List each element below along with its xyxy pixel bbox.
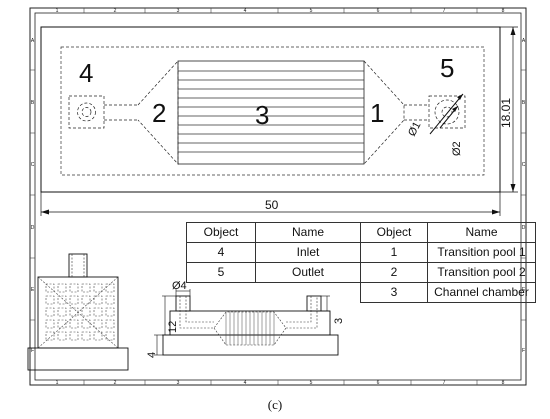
col-number: 6 (377, 8, 380, 14)
row-letter: C (522, 162, 526, 168)
col-number: 3 (177, 380, 180, 386)
label-channel-chamber: 3 (255, 100, 269, 130)
table-row: 4 Inlet 1 Transition pool 1 (186, 242, 536, 263)
cell-name: Channel chamber (427, 282, 536, 303)
row-letter: A (522, 38, 526, 44)
inlet-hole-outer (77, 102, 96, 122)
label-outlet: 5 (440, 53, 454, 83)
dim-height-line (500, 26, 518, 193)
col-number: 1 (56, 380, 59, 386)
header-name: Name (255, 222, 361, 243)
col-number: 8 (502, 380, 505, 386)
cell-name: Transition pool 1 (427, 242, 536, 263)
zone-ticks (30, 8, 526, 385)
transition-pool-1 (363, 60, 405, 165)
dim-hole-outer: Ø2 (451, 141, 463, 156)
label-transition-pool-2: 2 (152, 98, 166, 128)
chip-outline (40, 26, 501, 193)
chip-cavity-outline (60, 46, 485, 176)
figure-caption: (c) (267, 397, 283, 412)
table-header-row: Object Name Object Name (186, 222, 536, 243)
cell-name: Outlet (255, 262, 361, 283)
row-letter: D (31, 225, 35, 231)
col-number: 2 (114, 380, 117, 386)
cell-object: 1 (360, 242, 428, 263)
row-letter: A (31, 38, 35, 44)
dim-height-label: 18.01 (499, 98, 513, 128)
end-view-base (27, 347, 129, 371)
row-letter: B (31, 100, 35, 106)
cell-object: 4 (186, 242, 256, 263)
side-view-channels (225, 312, 275, 345)
inlet-hole-inner (81, 107, 92, 117)
dim-port-height: 12 (167, 321, 179, 333)
outlet-hole-outer (434, 99, 460, 125)
table-empty-cell (256, 283, 361, 303)
cell-name: Inlet (255, 242, 361, 263)
dim-base-height: 4 (146, 352, 158, 358)
header-name: Name (427, 222, 536, 243)
col-number: 4 (244, 380, 247, 386)
outlet-channel (404, 104, 429, 121)
cell-name: Transition pool 2 (427, 262, 536, 283)
col-number: 4 (244, 8, 247, 14)
cell-object: 5 (186, 262, 256, 283)
row-letter: C (31, 162, 35, 168)
table-empty-cell (187, 283, 256, 303)
col-number: 7 (443, 380, 446, 386)
header-object: Object (186, 222, 256, 243)
inlet-channel (104, 104, 138, 121)
row-letter: F (522, 348, 525, 354)
row-letter: F (31, 348, 34, 354)
col-number: 6 (377, 380, 380, 386)
side-view-outlet-port (306, 295, 322, 312)
row-letter: B (522, 100, 526, 106)
col-number: 1 (56, 8, 59, 14)
dim-port-right: 3 (333, 318, 345, 324)
inlet-port (68, 95, 105, 129)
microchannels (178, 70, 364, 153)
outlet-hole-inner (441, 106, 453, 118)
dim-port-diameter: Ø4 (172, 280, 187, 292)
table-row: 3 Channel chamber (187, 282, 536, 303)
header-object: Object (360, 222, 428, 243)
channel-chamber (177, 60, 365, 165)
side-view-base (162, 334, 339, 356)
end-view-port (68, 253, 88, 278)
outlet-port (428, 95, 466, 129)
outlet-diameter-leader (429, 93, 464, 135)
col-number: 3 (177, 8, 180, 14)
col-number: 5 (310, 8, 313, 14)
col-number: 8 (502, 8, 505, 14)
col-number: 2 (114, 8, 117, 14)
dim-hole-inner: Ø1 (406, 120, 423, 139)
side-view-inlet-port (175, 295, 191, 312)
row-letter: E (31, 287, 35, 293)
col-number: 7 (443, 8, 446, 14)
table-row: 5 Outlet 2 Transition pool 2 (186, 262, 536, 283)
cell-object: 3 (360, 282, 428, 303)
dim-width-label: 50 (265, 198, 279, 212)
label-transition-pool-1: 1 (370, 98, 384, 128)
col-number: 5 (310, 380, 313, 386)
legend-table: Object Name Object Name 4 Inlet 1 Transi… (186, 222, 536, 303)
label-inlet: 4 (79, 58, 93, 88)
cell-object: 2 (360, 262, 428, 283)
